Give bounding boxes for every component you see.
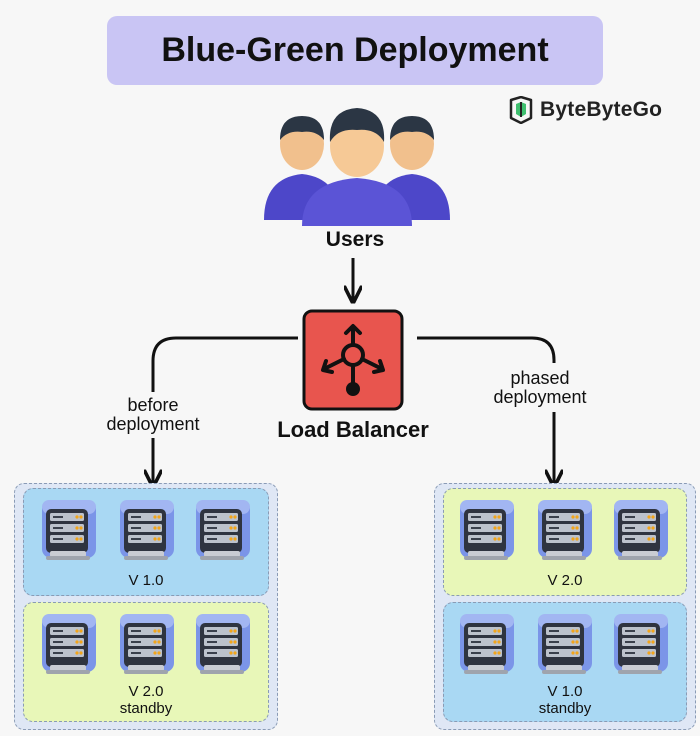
edge-label-right-line2: deployment <box>493 387 587 407</box>
server-icon <box>612 613 670 675</box>
brand: ByteByteGo <box>508 96 662 124</box>
load-balancer-icon <box>302 309 404 411</box>
left-env-v2-standby: V 2.0 standby <box>23 602 269 722</box>
server-icon <box>118 499 176 561</box>
bytebytego-logo-icon <box>509 96 533 124</box>
right-env-v1-standby: V 1.0 standby <box>443 602 687 722</box>
server-icon <box>40 613 98 675</box>
server-icon <box>458 499 516 561</box>
env-status-label: standby <box>119 700 173 717</box>
arrow-lb-to-right <box>417 336 556 363</box>
server-icon <box>536 499 594 561</box>
edge-label-right: phased deployment <box>465 369 615 407</box>
env-version-label: V 2.0 <box>128 683 164 700</box>
users-group-icon <box>264 108 450 226</box>
right-env-v2: V 2.0 <box>443 488 687 596</box>
edge-label-left-line2: deployment <box>106 414 200 434</box>
page-title: Blue-Green Deployment <box>161 31 549 69</box>
server-icon <box>536 613 594 675</box>
server-icon <box>612 499 670 561</box>
brand-name: ByteByteGo <box>540 98 663 121</box>
load-balancer-label: Load Balancer <box>277 417 429 442</box>
edge-label-right-line1: phased <box>510 368 570 388</box>
right-server-group: V 2.0 V 1.0 standby <box>434 483 696 730</box>
arrow-lb-to-left <box>151 336 298 392</box>
edge-label-left: before deployment <box>78 396 228 434</box>
server-icon <box>118 613 176 675</box>
env-version-label: V 2.0 <box>547 572 583 589</box>
left-env-v1: V 1.0 <box>23 488 269 596</box>
env-version-label: V 1.0 <box>128 572 164 589</box>
server-icon <box>194 499 252 561</box>
server-icon <box>194 613 252 675</box>
left-server-group: V 1.0 V 2.0 standby <box>14 483 278 730</box>
users-label: Users <box>325 228 385 251</box>
title-banner: Blue-Green Deployment <box>107 16 603 85</box>
server-icon <box>458 613 516 675</box>
env-status-label: standby <box>538 700 592 717</box>
env-version-label: V 1.0 <box>547 683 583 700</box>
edge-label-left-line1: before <box>127 395 179 415</box>
server-icon <box>40 499 98 561</box>
